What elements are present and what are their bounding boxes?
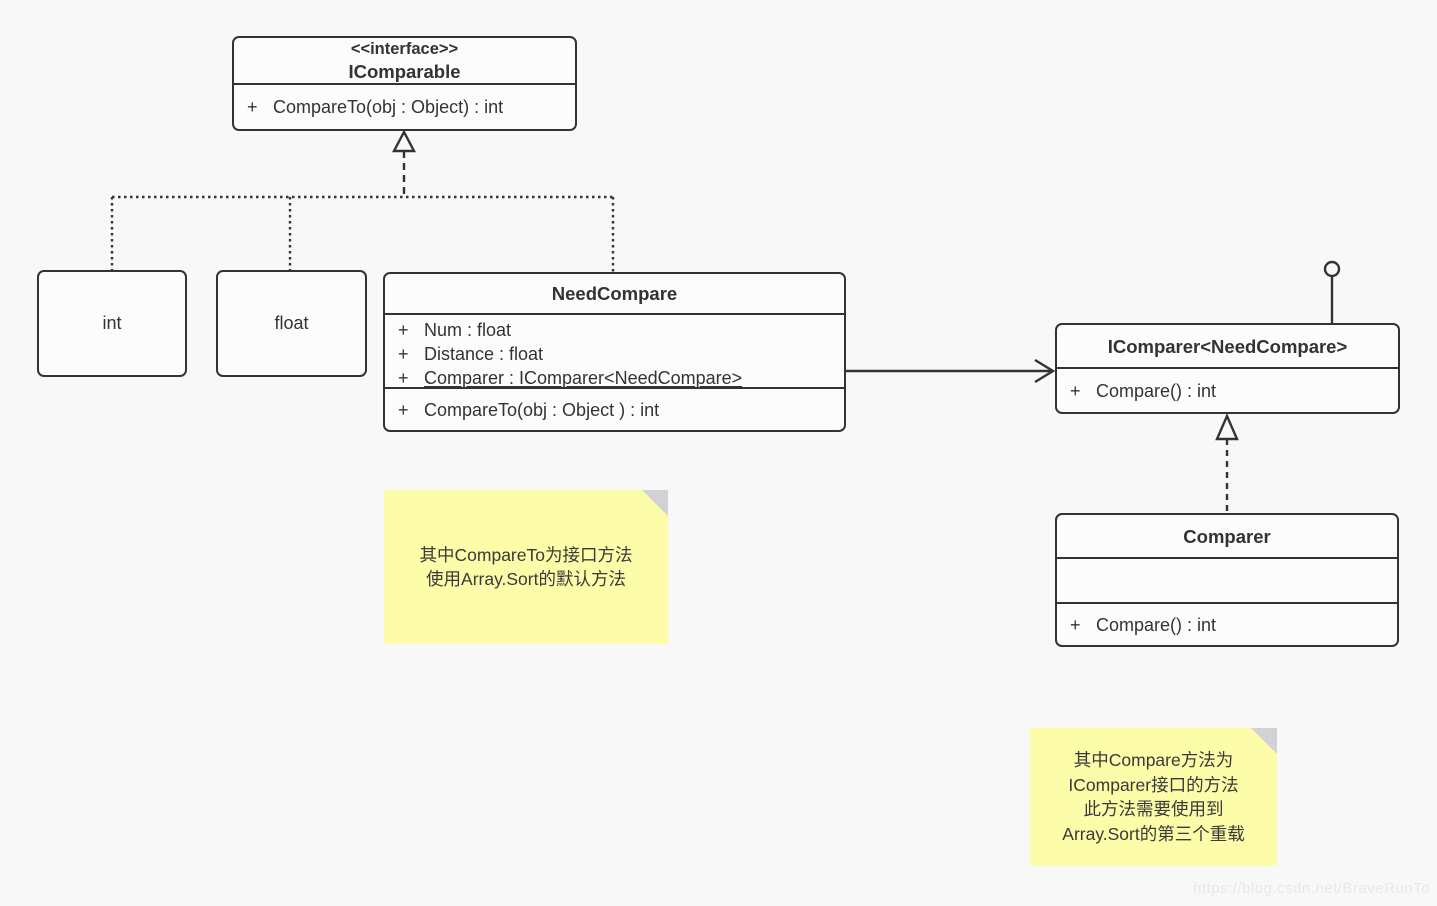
attribute-text: Comparer : IComparer<NeedCompare>	[424, 368, 743, 388]
method-row: + CompareTo(obj : Object ) : int	[385, 398, 844, 422]
note-line: Array.Sort的第三个重载	[1062, 823, 1245, 844]
attribute-row-static: + Comparer : IComparer<NeedCompare>	[385, 366, 844, 390]
class-box-float: float	[216, 270, 367, 377]
generalization-arrowhead-icomparable	[392, 129, 416, 153]
note-line: IComparer接口的方法	[1068, 774, 1239, 795]
class-name: float	[274, 313, 309, 333]
attribute-row: + Num : float	[385, 318, 844, 342]
methods-compartment: + Compare() : int	[1057, 369, 1398, 412]
class-name: Comparer	[1183, 525, 1271, 547]
attribute-row: + Distance : float	[385, 342, 844, 366]
class-name: IComparer<NeedCompare>	[1107, 335, 1348, 357]
lollipop-interface-circle	[1323, 260, 1341, 278]
note-line: 此方法需要使用到	[1083, 799, 1224, 819]
note-line: 使用Array.Sort的默认方法	[426, 569, 626, 589]
visibility-sign: +	[398, 399, 409, 420]
class-header: Comparer	[1057, 515, 1397, 559]
folded-corner-icon	[642, 490, 668, 516]
visibility-sign: +	[398, 368, 409, 388]
method-row: + Compare() : int	[1057, 613, 1397, 637]
class-header: IComparer<NeedCompare>	[1057, 325, 1398, 369]
attributes-compartment-empty	[1057, 559, 1397, 604]
methods-compartment: + CompareTo(obj : Object) : int	[234, 85, 575, 129]
method-row: + CompareTo(obj : Object) : int	[234, 95, 575, 119]
method-text: Compare() : int	[1096, 614, 1217, 635]
method-text: CompareTo(obj : Object) : int	[273, 97, 504, 117]
method-text: CompareTo(obj : Object ) : int	[424, 399, 660, 420]
note-line: 其中Compare方法为	[1073, 750, 1234, 770]
note-line: 其中CompareTo为接口方法	[419, 544, 633, 565]
stereotype-label: <<interface>>	[350, 39, 459, 58]
class-name: int	[102, 313, 122, 333]
class-box-icomparer: IComparer<NeedCompare> + Compare() : int	[1055, 323, 1400, 414]
visibility-sign: +	[398, 344, 409, 364]
class-name: NeedCompare	[551, 283, 678, 304]
visibility-sign: +	[247, 97, 258, 117]
watermark-url: https://blog.csdn.net/BraveRunTo	[1193, 880, 1430, 897]
attribute-text: Distance : float	[424, 344, 544, 364]
attributes-compartment: + Num : float + Distance : float + Comparer…	[385, 315, 844, 389]
class-name: IComparable	[348, 60, 461, 82]
class-box-needcompare: NeedCompare + Num : float + Distance : flo…	[383, 272, 846, 432]
class-box-int: int	[37, 270, 187, 377]
association-open-arrowhead	[1034, 358, 1056, 384]
methods-compartment: + CompareTo(obj : Object ) : int	[385, 389, 844, 430]
realization-arrowhead-icomparer	[1215, 412, 1239, 441]
visibility-sign: +	[1070, 380, 1081, 401]
attribute-text: Num : float	[424, 320, 512, 340]
class-header: NeedCompare	[385, 274, 844, 315]
method-text: Compare() : int	[1096, 380, 1217, 401]
visibility-sign: +	[398, 320, 409, 340]
class-box-comparer: Comparer + Compare() : int	[1055, 513, 1399, 647]
method-row: + Compare() : int	[1057, 379, 1398, 403]
note-compare: 其中Compare方法为 IComparer接口的方法 此方法需要使用到 Arr…	[1030, 728, 1277, 866]
methods-compartment: + Compare() : int	[1057, 604, 1397, 645]
visibility-sign: +	[1070, 614, 1081, 635]
note-compareto: 其中CompareTo为接口方法 使用Array.Sort的默认方法	[384, 490, 668, 644]
class-header: <<interface>> IComparable	[234, 38, 575, 85]
class-box-icomparable: <<interface>> IComparable + CompareTo(obj…	[232, 36, 577, 131]
